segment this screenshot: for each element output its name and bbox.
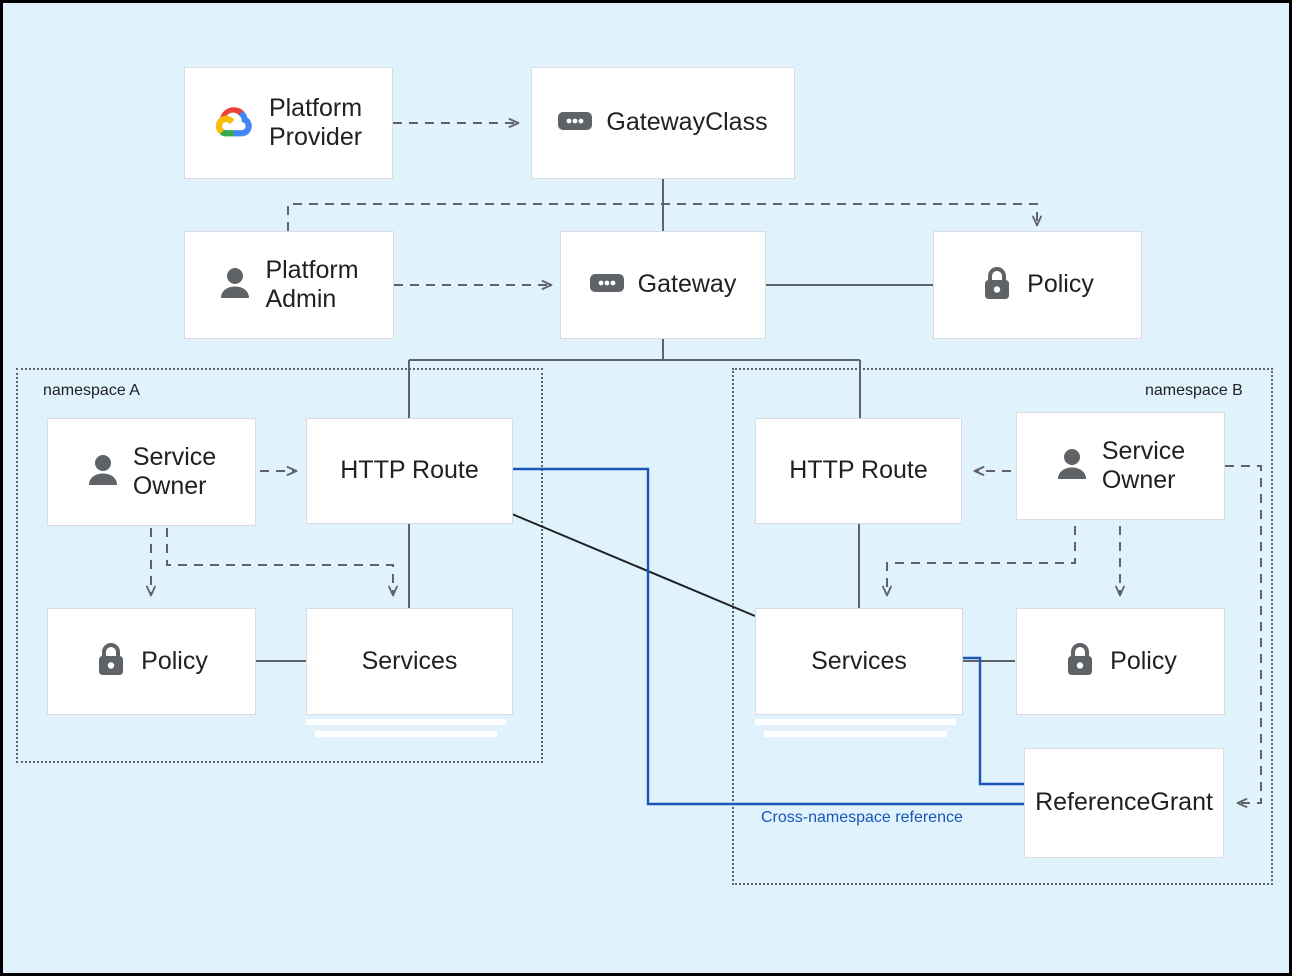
cross-namespace-reference-label: Cross-namespace reference	[761, 809, 963, 826]
node-label: Policy	[1110, 646, 1177, 675]
gateway-chip-icon	[558, 110, 593, 137]
node-label: Policy	[141, 646, 208, 675]
lock-icon	[1064, 641, 1096, 682]
google-cloud-icon	[215, 104, 255, 143]
node-label: HTTP Route	[340, 456, 479, 485]
services-a-stack-decoration	[306, 719, 513, 739]
node-services-a[interactable]: Services	[306, 608, 513, 715]
node-policy-b[interactable]: Policy	[1016, 608, 1225, 715]
namespace-a-label: namespace A	[43, 382, 140, 399]
lock-icon	[981, 265, 1013, 306]
node-platform-provider[interactable]: Platform Provider	[184, 67, 393, 179]
node-reference-grant[interactable]: ReferenceGrant	[1024, 748, 1224, 858]
person-icon	[87, 453, 119, 492]
node-policy-a[interactable]: Policy	[47, 608, 256, 715]
services-b-stack-decoration	[755, 719, 963, 739]
node-gatewayclass[interactable]: GatewayClass	[531, 67, 795, 179]
node-label: ReferenceGrant	[1035, 788, 1213, 817]
person-icon	[1056, 447, 1088, 486]
node-service-owner-a[interactable]: Service Owner	[47, 418, 256, 526]
node-policy-top[interactable]: Policy	[933, 231, 1142, 339]
person-icon	[219, 266, 251, 305]
node-label: HTTP Route	[789, 456, 928, 485]
node-label: Gateway	[637, 270, 737, 299]
node-label: Service Owner	[1101, 436, 1186, 495]
node-label: Platform Provider	[268, 93, 363, 152]
node-services-b[interactable]: Services	[755, 608, 963, 715]
node-label: Platform Admin	[265, 255, 359, 314]
lock-icon	[95, 641, 127, 682]
node-label: Services	[361, 646, 458, 675]
node-platform-admin[interactable]: Platform Admin	[184, 231, 394, 339]
node-label: GatewayClass	[606, 108, 768, 137]
node-label: Policy	[1027, 270, 1094, 299]
node-http-route-a[interactable]: HTTP Route	[306, 418, 513, 524]
node-label: Services	[811, 646, 907, 675]
node-gateway[interactable]: Gateway	[560, 231, 766, 339]
namespace-b-label: namespace B	[1145, 382, 1243, 399]
node-label: Service Owner	[132, 442, 217, 501]
node-service-owner-b[interactable]: Service Owner	[1016, 412, 1225, 520]
node-http-route-b[interactable]: HTTP Route	[755, 418, 962, 524]
gateway-chip-icon	[589, 272, 624, 299]
